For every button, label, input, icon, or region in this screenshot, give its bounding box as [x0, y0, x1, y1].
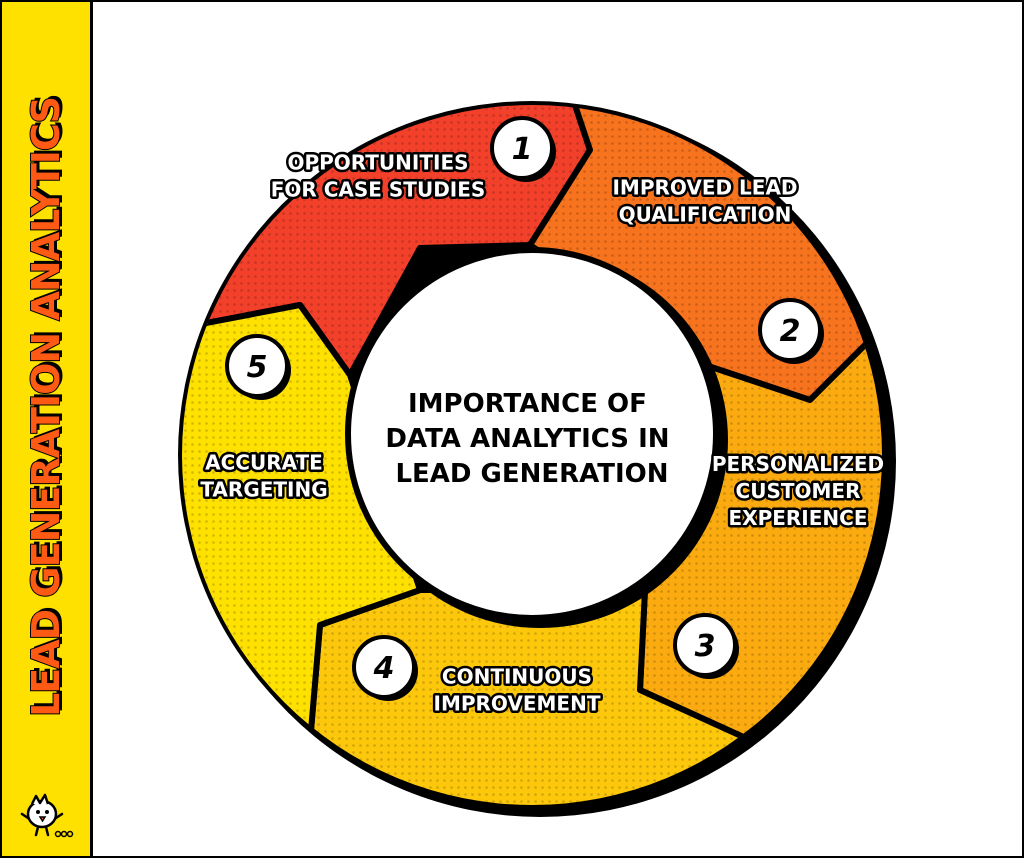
- center-title: IMPORTANCE OF DATA ANALYTICS IN LEAD GEN…: [385, 389, 678, 489]
- step-badge-3: [673, 613, 737, 677]
- segment-label-4: CONTINUOUS IMPROVEMENT: [434, 665, 601, 716]
- segment-label-3: PERSONALIZED CUSTOMER EXPERIENCE: [712, 452, 884, 530]
- segment-label-1-line-1: OPPORTUNITIES: [287, 151, 468, 175]
- center-title-line-3: LEAD GENERATION: [395, 459, 668, 489]
- segment-label-4-line-2: IMPROVEMENT: [434, 692, 601, 716]
- step-number-1: 1: [512, 132, 533, 167]
- sidebar: LEAD GENERATION ANALYTICS: [2, 2, 93, 856]
- segment-1-texture: [182, 105, 590, 375]
- segment-label-1: OPPORTUNITIES FOR CASE STUDIES: [271, 151, 486, 202]
- step-badge-2: [758, 298, 822, 362]
- segment-label-2-line-1: IMPROVED LEAD: [612, 176, 797, 200]
- segment-label-3-line-1: PERSONALIZED: [712, 452, 884, 476]
- segment-label-5-line-2: TARGETING: [200, 478, 327, 502]
- center-title-line-1: IMPORTANCE OF: [408, 389, 647, 419]
- segment-label-3-line-2: CUSTOMER: [736, 479, 861, 503]
- step-number-3: 3: [695, 629, 716, 664]
- step-badge-4: [352, 635, 416, 699]
- segment-label-4-line-1: CONTINUOUS: [442, 665, 592, 689]
- segment-label-5-line-1: ACCURATE: [205, 451, 323, 475]
- segment-label-2-line-2: QUALIFICATION: [619, 203, 792, 227]
- step-badge-5: [225, 334, 289, 398]
- center-circle: [345, 247, 719, 621]
- step-badge-1: [490, 116, 554, 180]
- center-title-line-2: DATA ANALYTICS IN: [385, 424, 669, 454]
- segment-label-3-line-3: EXPERIENCE: [729, 506, 868, 530]
- segment-label-5: ACCURATE TARGETING: [200, 451, 327, 502]
- step-number-4: 4: [373, 651, 395, 686]
- step-number-5: 5: [247, 350, 268, 385]
- chick-mascot-icon: [20, 793, 74, 838]
- segment-label-1-line-2: FOR CASE STUDIES: [271, 178, 486, 202]
- step-number-2: 2: [780, 314, 801, 349]
- segment-label-2: IMPROVED LEAD QUALIFICATION: [612, 176, 797, 227]
